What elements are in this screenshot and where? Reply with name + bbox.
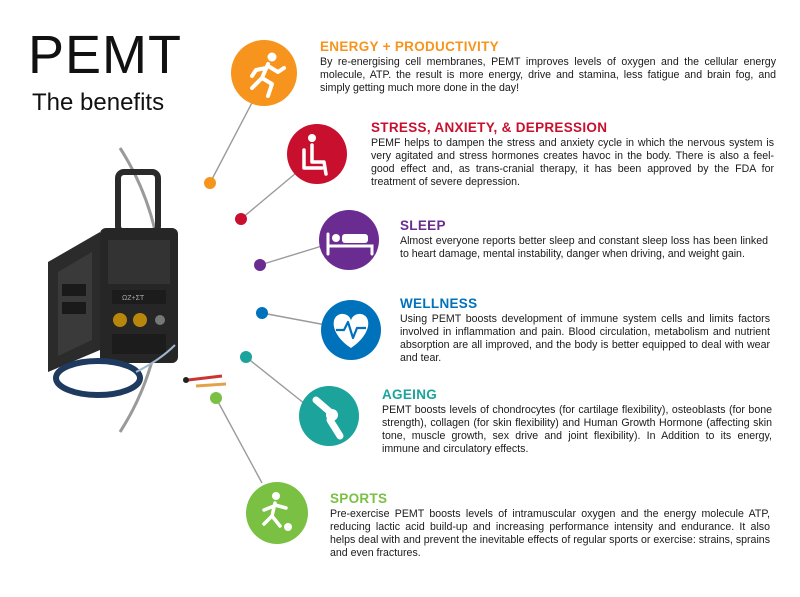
stress-title: STRESS, ANXIETY, & DEPRESSION [371,120,608,135]
energy-text: By re-energising cell membranes, PEMT im… [320,56,776,94]
bed-icon [319,210,379,270]
wellness-title: WELLNESS [400,296,478,311]
heartbeat-icon [321,300,381,360]
wellness-text: Using PEMT boosts development of immune … [400,313,770,364]
page-title: PEMT [28,25,183,85]
sports-title: SPORTS [330,491,388,506]
energy-dot [204,177,216,189]
ageing-title: AGEING [382,387,438,402]
sleep-text: Almost everyone reports better sleep and… [400,235,768,260]
seated-person-icon [287,124,347,184]
ageing-text: PEMT boosts levels of chondrocytes (for … [382,404,772,455]
page-subtitle: The benefits [32,89,165,116]
pemt-device-image: ΩZ+ΣT [48,169,227,398]
sports-text: Pre-exercise PEMT boosts levels of intra… [330,508,770,559]
sleep-title: SLEEP [400,218,446,233]
stress-text: PEMF helps to dampen the stress and anxi… [371,137,774,188]
wellness-dot [256,307,268,319]
ageing-dot [240,351,252,363]
connector-lines [209,96,327,484]
svg-text:ΩZ+ΣT: ΩZ+ΣT [122,295,145,302]
running-person-icon [231,40,297,106]
sleep-dot [254,259,266,271]
sports-dot [210,392,222,404]
stress-dot [235,213,247,225]
football-player-icon [246,482,308,544]
energy-title: ENERGY + PRODUCTIVITY [320,39,499,54]
knee-joint-icon [299,386,359,446]
